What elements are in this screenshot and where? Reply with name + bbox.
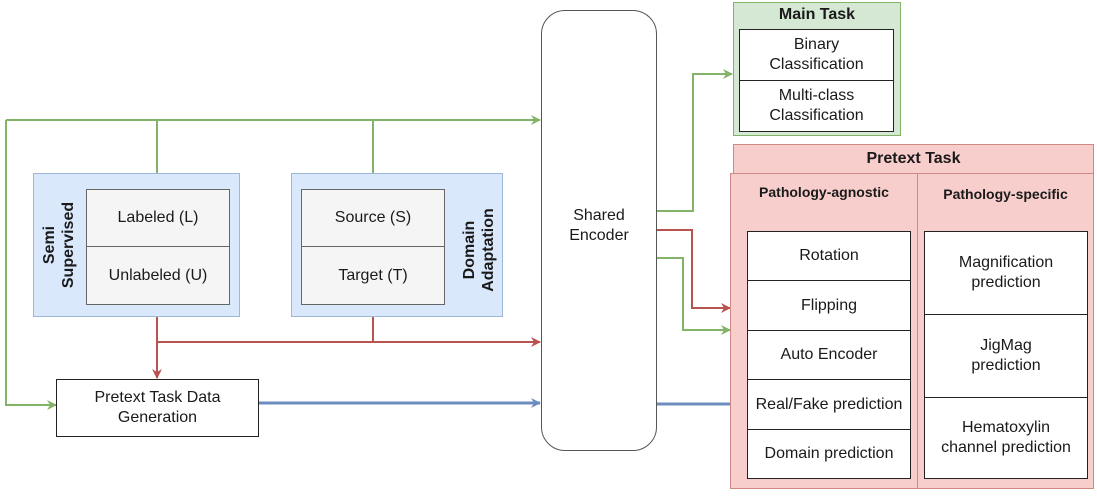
source-label: Source (S) (334, 209, 412, 226)
binary-classification-line2: Classification (769, 56, 864, 73)
real-fake-prediction-label: Real/Fake prediction (755, 395, 903, 413)
pathology-agnostic-title: Pathology-agnostic (759, 184, 889, 200)
green-arrow-to-main-task (657, 69, 733, 212)
pretext-data-generation-line2: Generation (117, 409, 198, 426)
domain-prediction-cell: Domain prediction (747, 429, 911, 479)
green-arrow-to-data-generation (5, 120, 57, 410)
real-fake-prediction-cell: Real/Fake prediction (747, 379, 911, 430)
pretext-data-generation-line1: Pretext Task Data (94, 389, 221, 406)
binary-classification-cell: Binary Classification (739, 29, 894, 81)
semi-supervised-label-line2: Supervised (60, 201, 77, 289)
hematoxylin-line1: Hematoxylin (961, 419, 1051, 436)
labeled-cell: Labeled (L) (86, 189, 230, 247)
unlabeled-cell: Unlabeled (U) (86, 246, 230, 305)
multiclass-classification-line1: Multi-class (778, 87, 855, 104)
flipping-label: Flipping (800, 296, 858, 314)
flipping-cell: Flipping (747, 280, 911, 331)
shared-encoder-box: Shared Encoder (541, 10, 657, 451)
auto-encoder-label: Auto Encoder (780, 346, 878, 363)
labeled-label: Labeled (L) (117, 209, 199, 226)
target-label: Target (T) (338, 266, 408, 284)
hematoxylin-line2: channel prediction (941, 439, 1071, 456)
magnification-prediction-cell: Magnification prediction (924, 231, 1088, 315)
multiclass-classification-line2: Classification (769, 107, 864, 124)
pretext-data-generation-box: Pretext Task Data Generation (56, 379, 259, 437)
jigmag-prediction-line2: prediction (971, 357, 1041, 374)
magnification-prediction-line1: Magnification (958, 254, 1054, 271)
hematoxylin-channel-prediction-cell: Hematoxylin channel prediction (924, 397, 1088, 479)
jigmag-prediction-line1: JigMag (980, 337, 1032, 354)
semi-supervised-label: Semi Supervised (41, 202, 77, 288)
pathology-specific-title: Pathology-specific (943, 186, 1068, 202)
rotation-label: Rotation (799, 247, 859, 264)
domain-adaptation-label-line1: Domain (461, 220, 478, 280)
target-cell: Target (T) (301, 246, 445, 305)
magnification-prediction-line2: prediction (971, 274, 1041, 291)
green-arrow-to-pretext-task (657, 257, 731, 335)
multiclass-classification-cell: Multi-class Classification (739, 80, 894, 132)
auto-encoder-cell: Auto Encoder (747, 330, 911, 380)
source-cell: Source (S) (301, 189, 445, 247)
shared-encoder-line1: Shared (573, 206, 625, 224)
domain-adaptation-label: Domain Adaptation (459, 205, 499, 295)
jigmag-prediction-cell: JigMag prediction (924, 314, 1088, 398)
domain-adaptation-label-line2: Adaptation (480, 208, 497, 292)
pretext-task-title: Pretext Task (866, 150, 961, 167)
red-arrow-to-pretext-task (657, 229, 731, 313)
unlabeled-label: Unlabeled (U) (108, 266, 208, 284)
rotation-cell: Rotation (747, 231, 911, 281)
semi-supervised-label-line1: Semi (41, 225, 58, 265)
binary-classification-line1: Binary (793, 36, 840, 53)
main-task-title: Main Task (778, 6, 856, 23)
domain-prediction-label: Domain prediction (764, 445, 894, 462)
shared-encoder-line2: Encoder (569, 226, 629, 244)
